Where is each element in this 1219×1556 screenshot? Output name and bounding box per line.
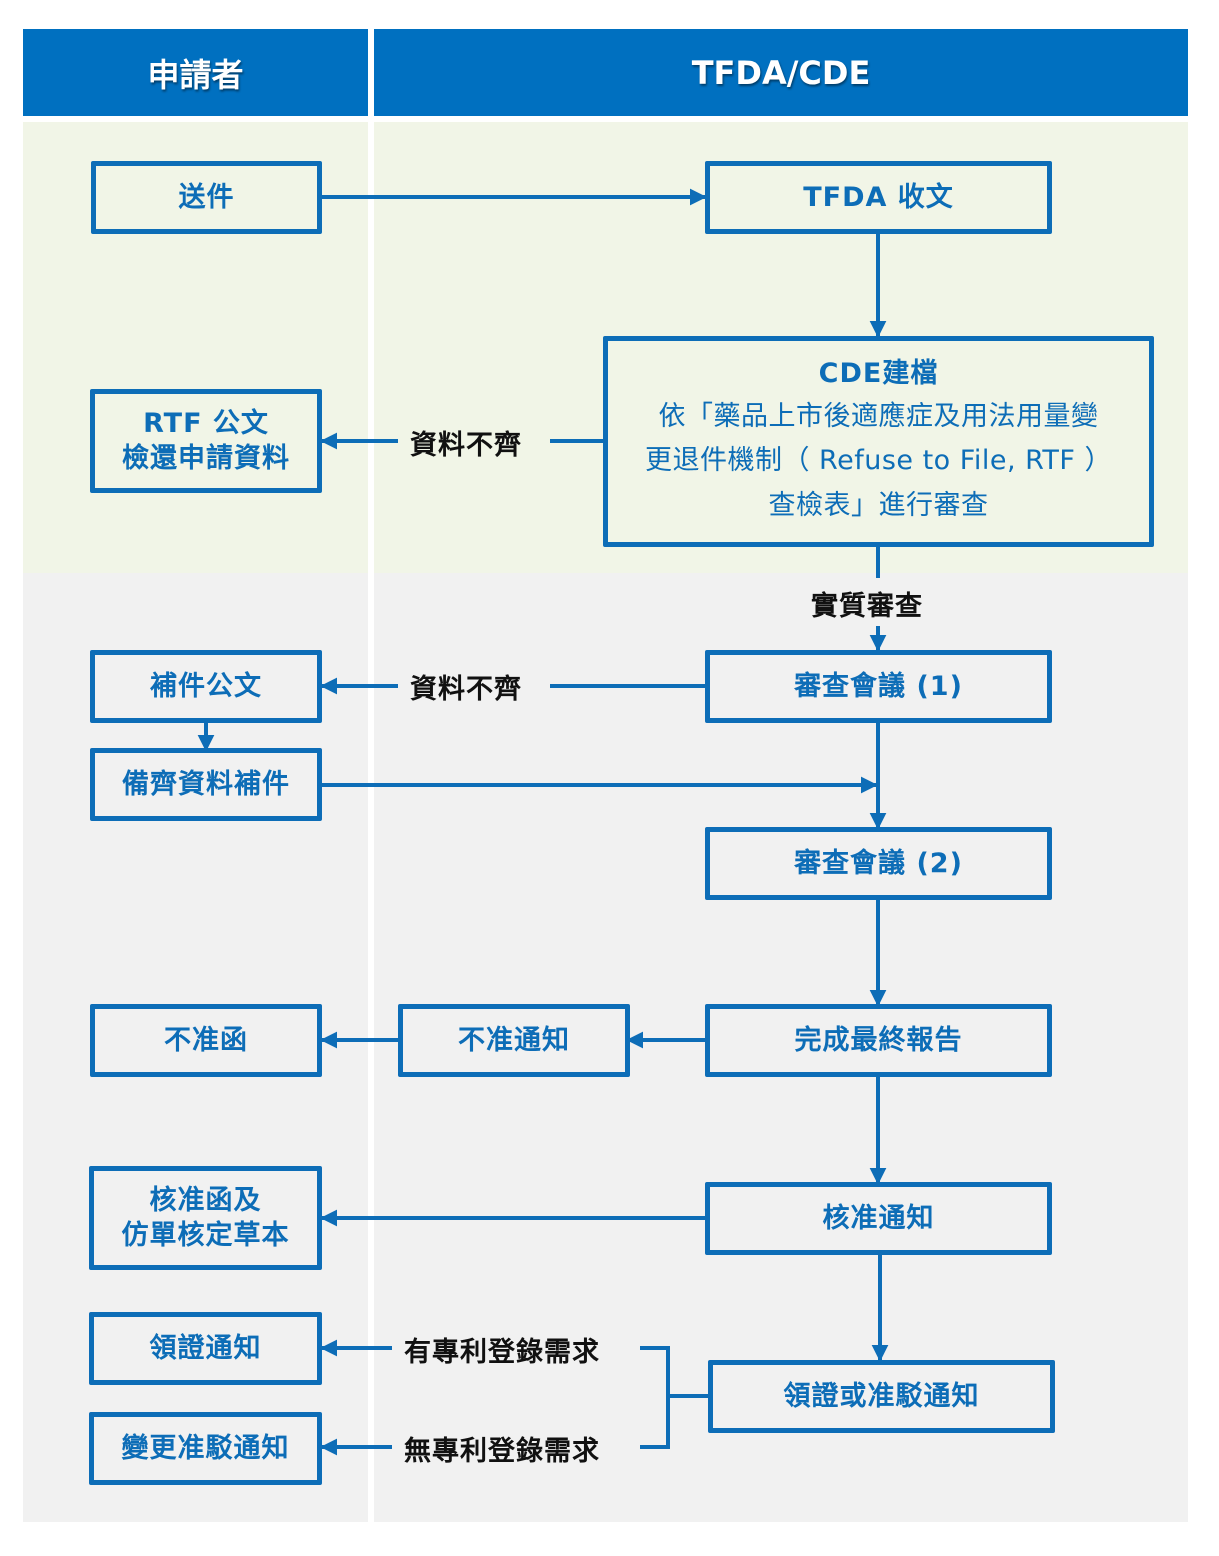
node-review-meeting-2: 審查會議 (2) [705, 827, 1052, 900]
node-submit: 送件 [91, 161, 322, 234]
applicant-review-band [23, 573, 368, 1522]
node-tfda-receive-label: TFDA 收文 [803, 181, 954, 213]
node-license-or-decision-notice-label: 領證或准駁通知 [783, 1380, 980, 1412]
node-license-or-decision-notice: 領證或准駁通知 [708, 1360, 1055, 1433]
node-cde-file-title: CDE建檔 [818, 358, 939, 390]
node-cde-file-desc-line2: 更退件機制（ Refuse to File, RTF ） [644, 445, 1113, 477]
node-final-report-label: 完成最終報告 [794, 1024, 963, 1056]
lane-header-applicant: 申請者 [23, 29, 368, 116]
node-license-notice: 領證通知 [89, 1312, 322, 1385]
bracket-connector [640, 1346, 670, 1449]
node-license-notice-label: 領證通知 [149, 1332, 262, 1364]
node-review-meeting-1-label: 審查會議 (1) [794, 670, 963, 702]
node-supplement-letter: 補件公文 [90, 650, 322, 723]
node-approval-letter: 核准函及 仿單核定草本 [89, 1166, 322, 1270]
applicant-screening-band [23, 122, 368, 573]
lane-header-agency: TFDA/CDE [374, 29, 1188, 116]
node-change-approval-notice: 變更准駁通知 [89, 1412, 322, 1485]
node-cde-file-desc-line1: 依「藥品上市後適應症及用法用量變 [658, 400, 1099, 432]
node-tfda-receive: TFDA 收文 [705, 161, 1052, 234]
node-approval-letter-line1: 核准函及 [149, 1184, 262, 1216]
node-prepare-supplement-label: 備齊資料補件 [122, 768, 290, 800]
node-final-report: 完成最終報告 [705, 1004, 1052, 1077]
edge-label-patent-not-required: 無專利登錄需求 [404, 1436, 600, 1467]
lane-title-applicant: 申請者 [147, 55, 244, 94]
node-rtf-letter-line1: RTF 公文 [143, 407, 269, 439]
node-review-meeting-2-label: 審查會議 (2) [794, 847, 963, 879]
node-cde-file: CDE建檔 依「藥品上市後適應症及用法用量變 更退件機制（ Refuse to … [603, 336, 1154, 547]
node-rejection-notice: 不准通知 [398, 1004, 630, 1077]
node-approval-letter-line2: 仿單核定草本 [121, 1220, 290, 1251]
node-review-meeting-1: 審查會議 (1) [705, 650, 1052, 723]
node-submit-label: 送件 [178, 181, 235, 213]
edge-label-incomplete-2: 資料不齊 [410, 674, 522, 705]
lane-title-agency: TFDA/CDE [691, 53, 871, 92]
node-supplement-letter-label: 補件公文 [150, 670, 262, 702]
edge-label-substantive-review: 實質審查 [811, 591, 923, 622]
node-rejection-letter: 不准函 [90, 1004, 322, 1077]
edge-label-patent-required: 有專利登錄需求 [404, 1337, 600, 1368]
node-change-approval-notice-label: 變更准駁通知 [121, 1432, 290, 1464]
node-rejection-letter-label: 不准函 [164, 1024, 248, 1056]
edge-label-incomplete-1: 資料不齊 [410, 430, 522, 461]
node-cde-file-desc-line3: 查檢表」進行審查 [768, 490, 989, 522]
node-rtf-letter: RTF 公文 檢還申請資料 [90, 389, 322, 493]
node-approval-notice-label: 核准通知 [822, 1202, 935, 1234]
node-prepare-supplement: 備齊資料補件 [90, 748, 322, 821]
node-rejection-notice-label: 不准通知 [458, 1024, 570, 1056]
node-rtf-letter-line2: 檢還申請資料 [122, 443, 290, 474]
node-approval-notice: 核准通知 [705, 1182, 1052, 1255]
